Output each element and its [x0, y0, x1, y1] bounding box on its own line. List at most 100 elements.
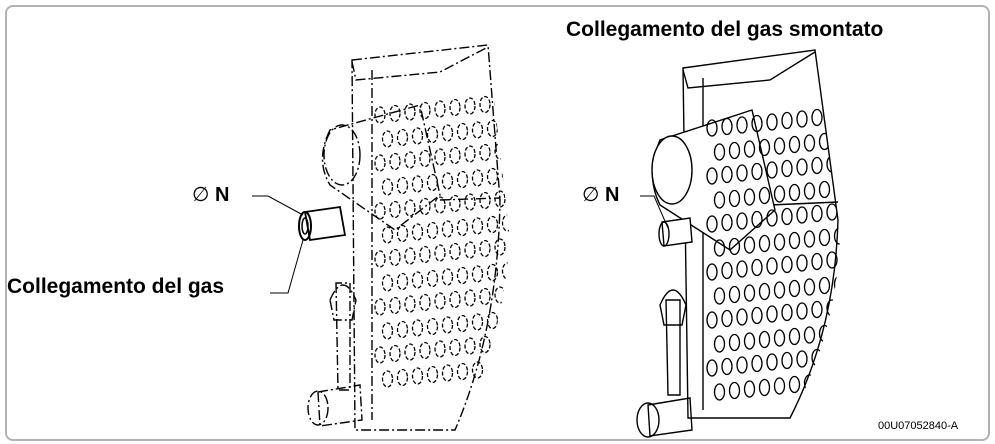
left-top-bracket — [351, 46, 489, 81]
perforation-hole — [426, 221, 439, 240]
perforation-hole — [404, 295, 416, 313]
perforation-hole — [471, 361, 484, 379]
perforation-hole — [773, 281, 786, 299]
perforation-hole — [396, 176, 409, 195]
callout-letter: N — [604, 184, 620, 206]
perforation-hole — [773, 185, 786, 203]
perforation-hole — [441, 268, 454, 286]
perforation-hole — [788, 183, 801, 202]
perforation-hole — [494, 334, 506, 352]
perforation-hole — [736, 356, 748, 374]
perforation-hole — [404, 247, 416, 265]
perforation-hole — [706, 167, 718, 185]
perforation-hole — [464, 97, 476, 115]
perforation-hole — [743, 140, 756, 158]
perforation-hole — [441, 316, 454, 334]
perforation-hole — [721, 117, 733, 136]
perforation-hole — [501, 166, 510, 184]
diameter-symbol: ∅ — [192, 184, 210, 206]
perforation-hole — [494, 286, 506, 304]
perforation-hole — [396, 128, 409, 147]
perforation-hole — [396, 224, 409, 243]
left-diameter-callout: ∅ N — [192, 182, 229, 207]
left-burner-tube — [321, 104, 441, 231]
perforation-hole — [758, 282, 771, 301]
perforation-hole — [471, 313, 484, 331]
perforation-hole — [721, 309, 733, 328]
perforation-hole — [743, 284, 756, 302]
perforation-hole — [441, 124, 454, 142]
right-elbow-cap — [636, 402, 660, 438]
perforation-hole — [486, 359, 499, 378]
perforation-hole — [751, 258, 763, 277]
perforation-hole — [464, 145, 476, 163]
leader-lines — [252, 195, 669, 294]
perforation-hole — [826, 251, 838, 269]
perforation-hole — [389, 248, 401, 267]
perforation-hole — [486, 263, 499, 282]
perforation-hole — [396, 320, 409, 339]
perforation-hole — [826, 347, 838, 365]
right-burner-assembly — [636, 49, 839, 438]
left-elbow-cap — [307, 390, 329, 426]
perforation-hole — [464, 289, 476, 307]
perforation-hole — [479, 239, 491, 258]
perforation-hole — [404, 103, 416, 121]
perforation-hole — [833, 179, 840, 197]
perforation-hole — [803, 278, 816, 296]
perforation-hole — [766, 353, 778, 371]
perforation-hole — [396, 368, 409, 387]
perforation-hole — [736, 116, 748, 134]
perforation-hole — [751, 354, 763, 373]
callout-letter: N — [214, 184, 230, 206]
perforation-hole — [781, 303, 793, 322]
perforation-hole — [434, 244, 446, 262]
perforation-hole — [374, 298, 386, 316]
perforation-hole — [796, 110, 808, 128]
perforation-hole — [713, 383, 726, 401]
perforation-hole — [766, 209, 778, 227]
perforation-hole — [501, 358, 510, 376]
perforation-hole — [781, 159, 793, 178]
perforation-hole — [736, 260, 748, 278]
perforation-hole — [728, 141, 741, 160]
perforation-hole — [743, 236, 756, 254]
perforation-hole — [706, 359, 718, 377]
perforation-hole — [751, 210, 763, 229]
perforation-hole — [486, 311, 499, 330]
perforation-hole — [811, 156, 823, 175]
perforation-hole — [464, 241, 476, 259]
perforation-hole — [441, 220, 454, 238]
perforation-hole — [818, 276, 831, 295]
perforation-hole — [706, 263, 718, 281]
perforation-hole — [818, 180, 831, 199]
perforation-hole — [479, 143, 491, 162]
perforation-hole — [788, 279, 801, 298]
right-top-bracket — [682, 51, 816, 89]
perforation-hole — [713, 239, 726, 257]
perforation-hole — [811, 252, 823, 271]
perforation-hole — [751, 114, 763, 133]
perforation-hole — [803, 230, 816, 248]
perforation-hole — [803, 182, 816, 200]
perforation-hole — [721, 165, 733, 184]
perforation-hole — [419, 101, 431, 120]
perforation-hole — [773, 377, 786, 395]
perforation-hole — [736, 308, 748, 326]
right-valve-stem — [665, 299, 681, 396]
perforation-hole — [456, 218, 469, 237]
perforation-hole — [758, 378, 771, 397]
perforation-hole — [456, 266, 469, 285]
right-plate-fold — [769, 201, 839, 206]
perforation-hole — [411, 223, 424, 241]
perforation-hole — [818, 324, 831, 343]
perforation-hole — [389, 296, 401, 315]
perforation-hole — [826, 107, 838, 125]
perforation-hole — [766, 257, 778, 275]
perforation-hole — [381, 226, 394, 244]
perforation-hole — [389, 104, 401, 123]
left-plate-fold — [439, 197, 501, 201]
perforation-hole — [479, 191, 491, 210]
perforation-hole — [706, 119, 718, 137]
